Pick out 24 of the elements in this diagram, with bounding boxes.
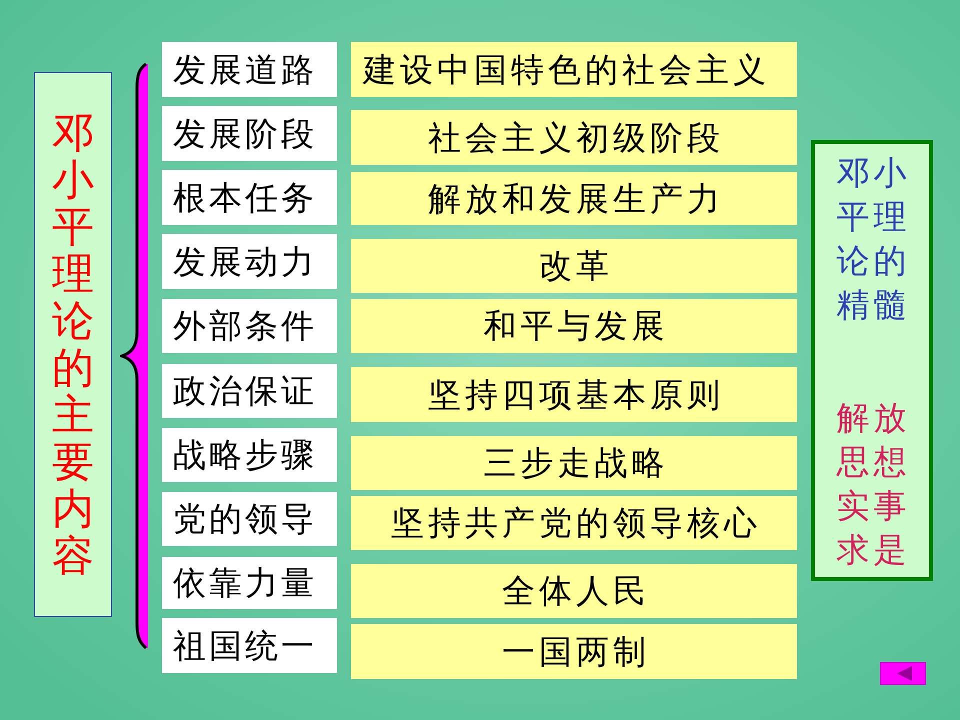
content-box: 三步走战略 xyxy=(351,436,797,490)
content-box: 社会主义初级阶段 xyxy=(351,110,797,165)
panel-heading: 邓小平理论的精髓 xyxy=(836,152,910,326)
content-box: 改革 xyxy=(351,239,797,293)
category-box: 根本任务 xyxy=(162,170,337,225)
category-box: 依靠力量 xyxy=(162,557,337,609)
panel-text: 解放思想实事求是 xyxy=(835,397,910,571)
category-box: 发展阶段 xyxy=(162,106,337,161)
category-box: 党的领导 xyxy=(162,492,337,546)
category-box: 战略步骤 xyxy=(162,428,337,482)
content-box: 解放和发展生产力 xyxy=(351,172,797,225)
category-box: 发展道路 xyxy=(162,42,337,97)
content-box: 一国两制 xyxy=(351,624,797,679)
category-box: 祖国统一 xyxy=(162,618,337,673)
title-panel: 邓小平理论的主要内容 xyxy=(34,72,112,617)
category-box: 政治保证 xyxy=(162,364,337,418)
content-box: 建设中国特色的社会主义 xyxy=(351,42,797,97)
category-box: 外部条件 xyxy=(162,299,337,353)
content-box: 坚持共产党的领导核心 xyxy=(351,496,797,550)
content-box: 全体人民 xyxy=(351,564,797,618)
category-box: 发展动力 xyxy=(162,234,337,289)
content-box: 坚持四项基本原则 xyxy=(351,367,797,422)
content-box: 和平与发展 xyxy=(351,299,797,353)
summary-panel xyxy=(811,140,933,581)
